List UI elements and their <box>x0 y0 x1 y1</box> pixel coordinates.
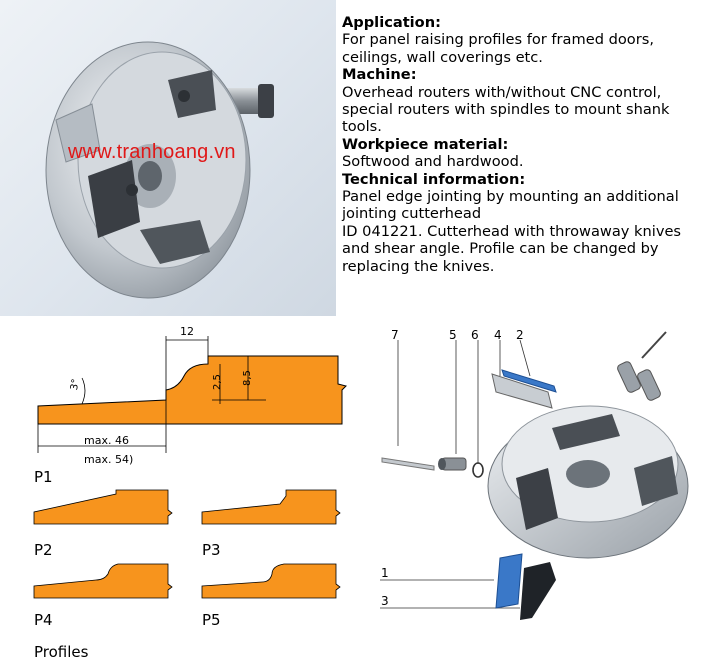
callout-3: 3 <box>381 594 389 608</box>
dim-2-5: 2,5 <box>212 374 223 390</box>
profile-p2-label: P2 <box>34 541 53 559</box>
watermark-text: www.tranhoang.vn <box>68 141 236 163</box>
dim-max46: max. 46 <box>84 434 129 447</box>
dim-8-5: 8,5 <box>242 370 253 386</box>
dim-12: 12 <box>180 325 194 338</box>
dim-max54: max. 54) <box>84 453 133 466</box>
profiles-caption: Profiles <box>34 643 89 661</box>
technical-heading: Technical information: <box>342 170 526 188</box>
profile-p3-label: P3 <box>202 541 221 559</box>
application-text: For panel raising profiles for framed do… <box>342 31 654 66</box>
machine-heading: Machine: <box>342 66 417 84</box>
cutterhead-illustration <box>45 41 274 299</box>
exploded-diagram <box>380 331 689 620</box>
profile-p5-shape <box>201 563 341 599</box>
profile-p1-shape <box>37 355 347 425</box>
product-info: Application: For panel raising profiles … <box>342 14 708 275</box>
profile-p5-label: P5 <box>202 611 221 629</box>
knife-2 <box>501 369 557 393</box>
profile-drawings: 12 max. 46 max. 54) 3° 2,5 8,5 <box>33 325 347 599</box>
profiles-area: 12 max. 46 max. 54) 3° 2,5 8,5 P1 P2 P3 … <box>0 318 360 664</box>
knife-1 <box>495 553 523 609</box>
profile-p3-shape <box>201 489 341 525</box>
material-heading: Workpiece material: <box>342 135 509 153</box>
cutterhead-photo: www.tranhoang.vn <box>0 0 336 316</box>
profile-p4-label: P4 <box>34 611 53 629</box>
machine-text: Overhead routers with/without CNC contro… <box>342 83 670 136</box>
technical-text-2: ID 041221. Cutterhead with throwaway kni… <box>342 222 682 275</box>
profile-p4-shape <box>33 563 173 599</box>
profile-p2-shape <box>33 489 173 525</box>
technical-text-1: Panel edge jointing by mounting an addit… <box>342 188 679 223</box>
exploded-view: 7 5 6 4 2 1 3 <box>372 318 710 664</box>
callout-5: 5 <box>449 328 457 342</box>
application-heading: Application: <box>342 14 441 31</box>
callout-4: 4 <box>494 328 502 342</box>
material-text: Softwood and hardwood. <box>342 153 524 171</box>
callout-7: 7 <box>391 328 399 342</box>
profile-p1-label: P1 <box>34 468 53 486</box>
dim-3deg: 3° <box>69 378 82 391</box>
callout-2: 2 <box>516 328 524 342</box>
callout-1: 1 <box>381 566 389 580</box>
callout-6: 6 <box>471 328 479 342</box>
